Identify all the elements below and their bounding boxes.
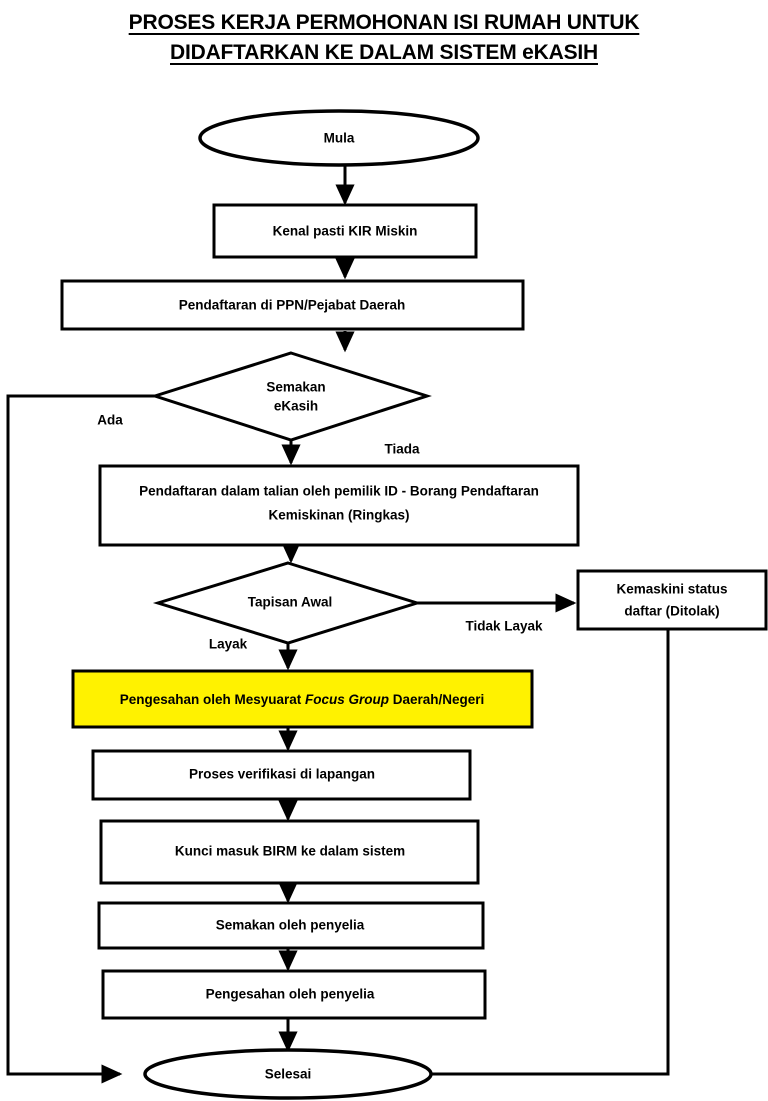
- title-line-1: PROSES KERJA PERMOHONAN ISI RUMAH UNTUK: [128, 11, 640, 34]
- node-end[interactable]: [143, 1048, 433, 1100]
- node-supervisor-approval-label: Pengesahan oleh penyelia: [206, 987, 375, 1002]
- node-online-registration-label-line1: Pendaftaran dalam talian oleh pemilik ID…: [139, 484, 539, 499]
- node-identify-label: Kenal pasti KIR Miskin: [273, 224, 418, 239]
- node-initial-screening-label: Tapisan Awal: [248, 595, 333, 610]
- node-supervisor-review-label: Semakan oleh penyelia: [216, 918, 365, 933]
- node-check-ekasih[interactable]: [150, 351, 432, 442]
- node-update-rejected-label-line1: Kemaskini status: [616, 582, 727, 597]
- node-update-rejected-label-line2: daftar (Ditolak): [624, 604, 719, 619]
- edge-update-rejected-to-end: [342, 629, 670, 1084]
- node-start[interactable]: [198, 109, 480, 167]
- edge-label-tidak-layak: Tidak Layak: [465, 619, 543, 634]
- node-initial-screening[interactable]: [152, 561, 423, 645]
- node-supervisor-review[interactable]: [97, 901, 485, 950]
- node-identify[interactable]: [212, 203, 478, 259]
- page-title: PROSES KERJA PERMOHONAN ISI RUMAH UNTUK …: [0, 8, 768, 68]
- node-register-office[interactable]: [60, 279, 525, 331]
- edge-label-tiada: Tiada: [384, 442, 420, 457]
- node-check-ekasih-label-line2: eKasih: [274, 399, 318, 414]
- node-key-in-birm[interactable]: [99, 819, 480, 885]
- edge-ada-to-end: [6, 394, 155, 1084]
- node-focus-group[interactable]: [71, 669, 534, 729]
- node-supervisor-approval[interactable]: [101, 969, 487, 1020]
- node-update-rejected[interactable]: [576, 569, 768, 631]
- node-online-registration[interactable]: [98, 464, 580, 547]
- focus-group-italic: Focus Group: [305, 692, 389, 707]
- focus-group-suffix: Daerah/Negeri: [389, 692, 484, 707]
- node-key-in-birm-label: Kunci masuk BIRM ke dalam sistem: [175, 844, 405, 859]
- focus-group-prefix: Pengesahan oleh Mesyuarat: [120, 692, 305, 707]
- node-focus-group-label: Pengesahan oleh Mesyuarat Focus Group Da…: [120, 692, 485, 707]
- edge-label-ada: Ada: [97, 413, 123, 428]
- node-register-office-label: Pendaftaran di PPN/Pejabat Daerah: [179, 298, 406, 313]
- node-field-verification[interactable]: [91, 749, 472, 801]
- node-start-label: Mula: [324, 131, 355, 146]
- node-end-label: Selesai: [265, 1067, 312, 1082]
- node-online-registration-label-line2: Kemiskinan (Ringkas): [268, 508, 409, 523]
- node-check-ekasih-label-line1: Semakan: [266, 380, 325, 395]
- title-line-2: DIDAFTARKAN KE DALAM SISTEM eKASIH: [170, 41, 598, 64]
- edge-label-layak: Layak: [209, 637, 248, 652]
- node-field-verification-label: Proses verifikasi di lapangan: [189, 767, 375, 782]
